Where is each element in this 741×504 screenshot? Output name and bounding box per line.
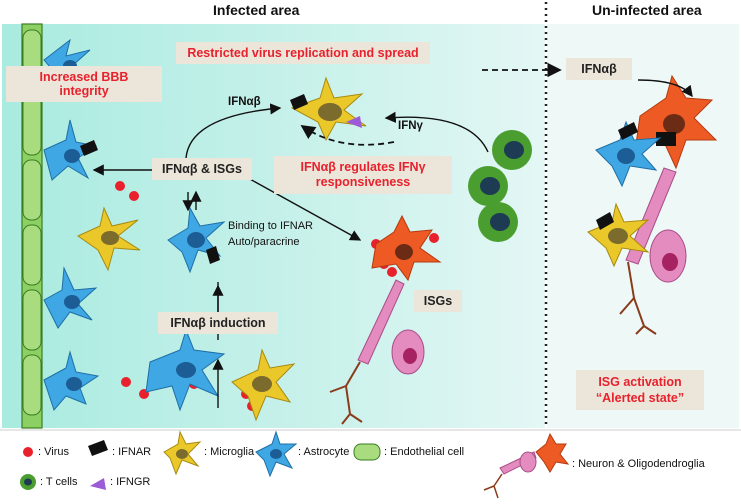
ifnar-receptor (80, 140, 98, 156)
bottom-microglia (231, 348, 296, 422)
restricted-replication-box: Restricted virus replication and spread (176, 42, 430, 64)
ifng-label: IFNγ (398, 120, 423, 132)
ifng-regulation-line2: responsiveness (315, 175, 411, 189)
legend-tcells: : T cells (40, 476, 78, 488)
isgs-box: ISGs (414, 290, 462, 312)
legend-icons (20, 430, 570, 499)
ifng-regulation-line1: IFNαβ regulates IFNγ (300, 160, 426, 174)
legend-neuron: : Neuron & Oligodendroglia (572, 458, 705, 470)
uninfected-area-header: Un-infected area (592, 2, 702, 18)
legend-endothelial: : Endothelial cell (384, 446, 465, 458)
ifnab-arrow-label: IFNαβ (228, 96, 261, 108)
endothelial-wall (21, 23, 43, 429)
infected-neuron (329, 214, 442, 425)
uninfected-microglia (587, 202, 650, 268)
ifnab-induction-box: IFNαβ induction (158, 312, 278, 334)
t-cells (468, 130, 532, 242)
binding-label-line1: Binding to IFNAR (228, 220, 313, 232)
legend-astrocyte: : Astrocyte (298, 446, 350, 458)
top-microglia (290, 76, 367, 142)
legend-virus: : Virus (38, 446, 69, 458)
uninfected-oligo (619, 74, 718, 335)
arrows (92, 79, 693, 408)
ifng-regulation-box: IFNαβ regulates IFNγ responsiveness (274, 156, 452, 194)
legend-ifnar: : IFNAR (112, 446, 152, 458)
legend-microglia: : Microglia (204, 446, 255, 458)
legend-ifngr: : IFNGR (110, 476, 151, 488)
infected-area-header: Infected area (213, 2, 300, 18)
bbb-integrity-box: Increased BBB integrity (6, 66, 162, 102)
isg-activation-box: ISG activation “Alerted state” (576, 370, 704, 410)
ifnab-right-box: IFNαβ (566, 58, 632, 80)
ifnab-isgs-box: IFNαβ & ISGs (152, 158, 252, 180)
uninfected-astrocyte (595, 120, 662, 188)
binding-astrocyte (167, 206, 226, 274)
binding-label-line2: Auto/paracrine (228, 236, 300, 248)
isg-activation-line2: “Alerted state” (595, 391, 685, 405)
isg-activation-line1: ISG activation (598, 375, 682, 389)
